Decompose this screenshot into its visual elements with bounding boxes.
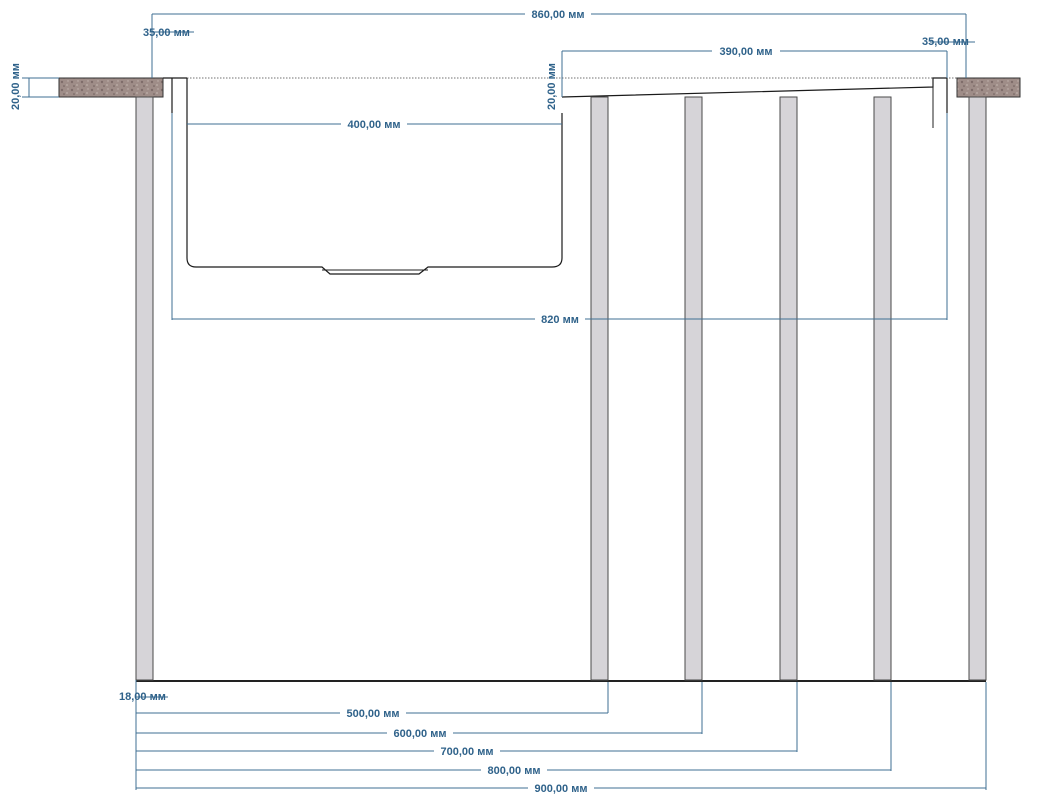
dim-right-offset-label: 35,00 мм	[922, 36, 969, 48]
dim-countertop-left: 20,00 мм	[10, 63, 59, 110]
dim-800-label: 800,00 мм	[488, 765, 541, 777]
dim-sink-width-label: 400,00 мм	[348, 119, 401, 131]
dim-900: 900,00 мм	[136, 781, 986, 795]
dim-500-label: 500,00 мм	[347, 708, 400, 720]
dim-right-section: 390,00 мм	[561, 44, 948, 97]
countertop-right	[956, 77, 1021, 98]
dim-600-label: 600,00 мм	[394, 728, 447, 740]
dim-700: 700,00 мм	[136, 744, 797, 758]
dim-total-width-label: 860,00 мм	[532, 9, 585, 21]
dim-700-label: 700,00 мм	[441, 746, 494, 758]
side-panel-right	[968, 96, 987, 681]
dim-800: 800,00 мм	[136, 763, 891, 777]
dim-600: 600,00 мм	[136, 726, 702, 740]
dim-inner-width-label: 820 мм	[541, 314, 579, 326]
sink-bowl	[186, 113, 563, 275]
dim-countertop-left-label: 20,00 мм	[10, 63, 22, 110]
dim-right-offset: 35,00 мм	[922, 36, 975, 48]
dim-900-label: 900,00 мм	[535, 783, 588, 795]
dim-countertop-mid-label: 20,00 мм	[546, 63, 558, 110]
side-panel-left	[135, 96, 154, 681]
divider-panel-500	[590, 96, 609, 681]
dim-sink-width: 400,00 мм	[187, 117, 562, 131]
dim-left-offset-label: 35,00 мм	[143, 27, 190, 39]
countertop-left	[58, 77, 164, 98]
cabinet-bottom	[136, 680, 986, 682]
dim-countertop-mid: 20,00 мм	[546, 63, 563, 110]
divider-panel-700	[779, 96, 798, 681]
dim-500: 500,00 мм	[136, 706, 608, 720]
dim-total-width: 860,00 мм	[151, 7, 967, 78]
dim-panel-thickness-label: 18,00 мм	[119, 691, 166, 703]
dim-inner-width: 820 мм	[171, 113, 948, 326]
dim-panel-thickness: 18,00 мм	[119, 691, 168, 703]
divider-panel-800	[873, 96, 892, 681]
dim-left-offset: 35,00 мм	[143, 27, 194, 39]
divider-panel-600	[684, 96, 703, 681]
sink-flange-left	[163, 77, 188, 113]
dim-right-section-label: 390,00 мм	[720, 46, 773, 58]
